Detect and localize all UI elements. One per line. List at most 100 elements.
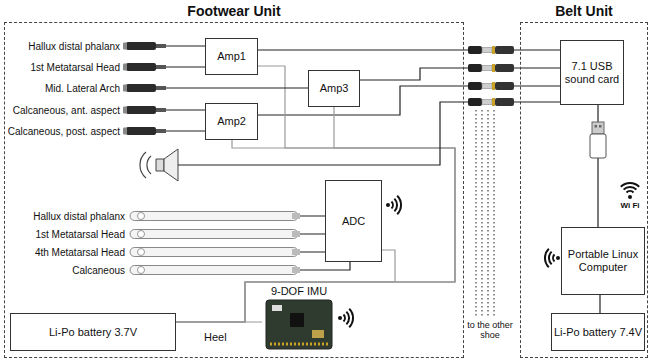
microphone-icon (156, 86, 166, 90)
box-label: 7.1 USB sound card (561, 60, 623, 86)
speaker-icon (140, 152, 151, 178)
mic-wire (166, 46, 308, 131)
wifi-icon (621, 183, 639, 199)
wire (176, 321, 262, 322)
microphone-icon (126, 63, 156, 71)
box-label: 9-DOF IMU (271, 284, 327, 298)
insole-sensor-strip (138, 213, 145, 220)
battery-box: Li-Po battery 3.7V (10, 313, 176, 351)
audio-jack (468, 98, 482, 106)
audio-jack (468, 64, 482, 72)
audio-jack (482, 66, 492, 71)
audio-jack (468, 82, 482, 90)
sensor-location-label: Calcaneous, post. aspect (8, 125, 120, 138)
unit-title: Belt Unit (521, 3, 647, 19)
box-label: Amp1 (217, 50, 246, 63)
wifi-icon (628, 195, 632, 199)
microphone-icon (123, 43, 127, 50)
note-label: to the other shoe (463, 320, 517, 340)
sensor-location-label: 4th Metatarsal Head (35, 246, 125, 259)
box-label: Li-Po battery 7.4V (554, 326, 642, 339)
imu-board (272, 305, 282, 311)
insole-sensor-strip (292, 213, 300, 219)
audio-jack (482, 48, 492, 53)
speaker-icon (164, 149, 178, 181)
insole-sensor-strip (130, 230, 298, 239)
insole-sensor-strip (130, 212, 300, 275)
sensor-location-label: Mid. Lateral Arch (45, 82, 120, 95)
insole-sensor-strip (138, 231, 145, 238)
microphone-icon (126, 127, 156, 135)
amplifier-box: Amp2 (205, 103, 258, 140)
wireless-symbol (556, 256, 560, 260)
imu-board (266, 300, 332, 349)
sensor-location-label: 1st Metatarsal Head (31, 61, 121, 74)
audio-jack (495, 64, 514, 72)
unit-title: Footwear Unit (5, 3, 463, 19)
box-label: Amp2 (217, 115, 246, 128)
audio-jack (495, 98, 514, 106)
insole-sensor-strip (292, 267, 300, 273)
insole-sensor-strip (292, 249, 300, 255)
amplifier-box: Amp1 (205, 38, 258, 75)
usb-plug (599, 125, 602, 128)
usb-plug (592, 122, 604, 134)
microphone-icon (126, 106, 156, 114)
microphone-icon (126, 42, 156, 50)
audio-jack (492, 46, 495, 54)
other-shoe-wire (476, 110, 494, 316)
sensor-location-label: 1st Metatarsal Head (36, 228, 126, 241)
audio-jack (495, 46, 514, 54)
wire (258, 49, 560, 50)
speaker-icon (156, 159, 164, 171)
imu-module: 9-DOF IMU (262, 284, 336, 352)
microphone-icon (123, 107, 127, 114)
box-label: ADC (342, 215, 365, 228)
usb-plug (590, 134, 606, 158)
wifi-label: Wi Fi (612, 201, 648, 211)
sound-card-box: 7.1 USB sound card (560, 40, 624, 105)
location-label: Heel (204, 330, 227, 344)
imu-board (270, 343, 328, 346)
sensor-location-label: Hallux distal phalanx (33, 210, 125, 223)
sensor-location-label: Calcaneous, ant. aspect (13, 104, 120, 117)
wire (599, 295, 600, 313)
audio-jack (468, 46, 482, 54)
usb-plug (595, 125, 598, 128)
audio-jack (482, 100, 492, 105)
battery-box: Li-Po battery 7.4V (551, 313, 645, 351)
insole-sensor-strip (292, 231, 300, 237)
audio-jack (492, 64, 495, 72)
microphone-icon (123, 85, 127, 92)
microphone-icon (156, 129, 166, 133)
wire (176, 66, 455, 322)
wire (258, 86, 560, 115)
sensor-location-label: Hallux distal phalanx (28, 40, 120, 53)
microphone-icon (123, 42, 166, 135)
wifi-icon (621, 183, 639, 193)
box-label: Li-Po battery 3.7V (49, 326, 137, 339)
imu-board (266, 300, 332, 349)
wireless-symbol (338, 316, 342, 320)
microphone-icon (156, 108, 166, 112)
audio-jack (468, 46, 514, 106)
audio-jack (482, 84, 492, 89)
imu-board (290, 313, 304, 327)
microphone-icon (123, 64, 127, 71)
adc-box: ADC (325, 180, 382, 262)
sensor-location-label: Calcaneous (72, 264, 125, 277)
other-shoe-wire (476, 110, 494, 316)
amplifier-box: Amp3 (308, 70, 360, 107)
unit-region: Belt Unit7.1 USB sound cardPortable Linu… (520, 22, 648, 358)
box-label: Amp3 (320, 82, 349, 95)
microphone-icon (156, 44, 166, 48)
wireless-symbol (344, 309, 354, 327)
insole-sensor-strip (138, 267, 145, 274)
wireless-symbol (545, 249, 555, 267)
insole-sensor-strip (138, 249, 145, 256)
wireless-symbol (386, 203, 390, 207)
microphone-icon (123, 128, 127, 135)
audio-jack (492, 82, 495, 90)
speaker-icon (140, 149, 178, 181)
